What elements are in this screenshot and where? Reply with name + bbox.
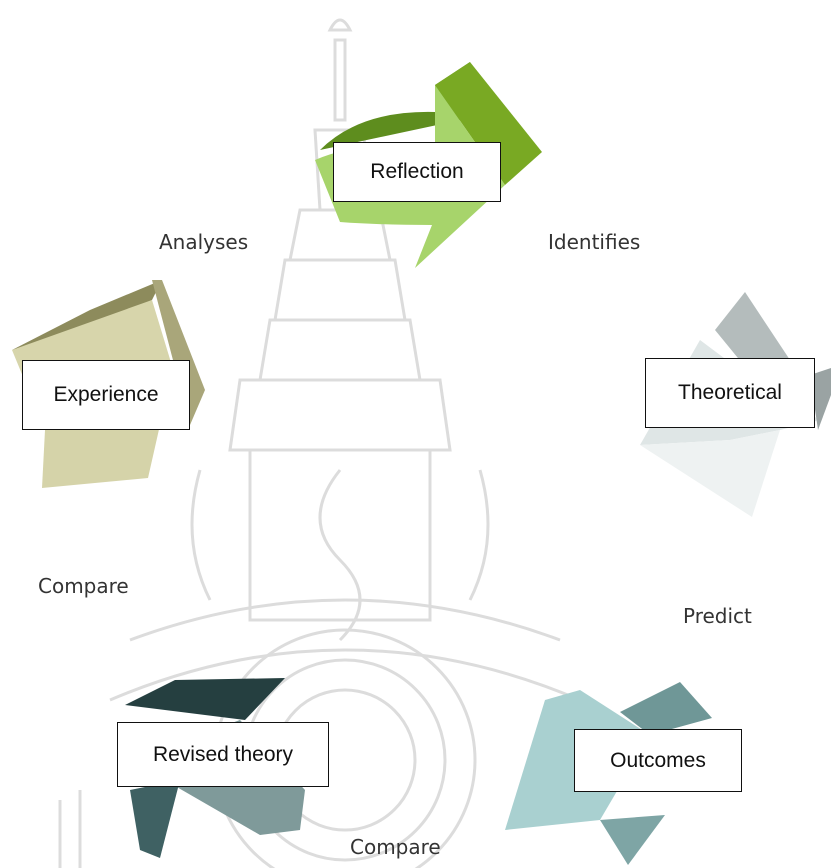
node-outcomes: Outcomes — [574, 729, 742, 792]
node-theoretical: Theoretical — [645, 358, 815, 428]
edge-label-compare-left: Compare — [38, 574, 129, 598]
edge-label-compare-bottom: Compare — [350, 835, 441, 859]
node-revised-theory: Revised theory — [117, 722, 329, 787]
edge-label-identifies: Identifies — [548, 230, 641, 254]
edge-label-analyses: Analyses — [159, 230, 249, 254]
node-reflection: Reflection — [333, 142, 501, 202]
edge-label-predict: Predict — [683, 604, 752, 628]
node-experience: Experience — [22, 360, 190, 430]
